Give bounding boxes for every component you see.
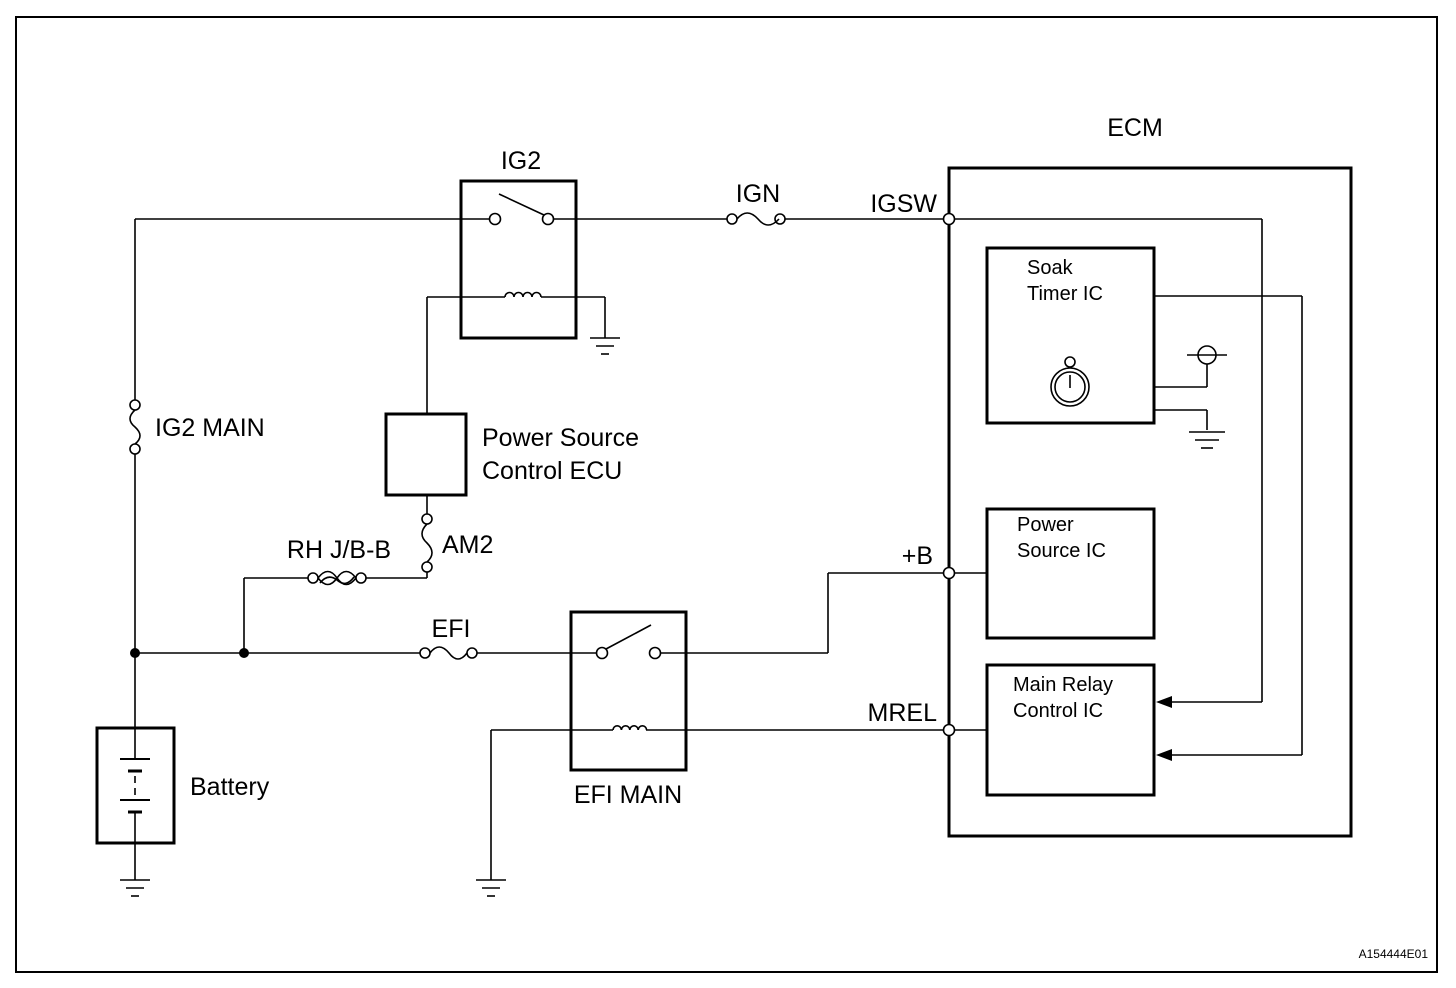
efi-fuse: [419, 646, 478, 660]
ig2-main-fuse-label: IG2 MAIN: [155, 414, 265, 442]
power-terminal-icon: [1187, 345, 1227, 365]
mrel-terminal: [942, 723, 956, 737]
diagram-frame: [15, 16, 1438, 973]
mrel-terminal-label: MREL: [868, 699, 938, 727]
ig2-relay: [459, 179, 578, 340]
ecm-box: [947, 166, 1353, 838]
power-source-ic: [985, 507, 1156, 640]
power-source-ecu-label-line2: Control ECU: [482, 457, 622, 485]
ground-icon: [120, 879, 150, 897]
main-relay-ic-label-line2: Control IC: [1013, 700, 1103, 722]
igsw-terminal-label: IGSW: [870, 190, 937, 218]
figure-code: A154444E01: [1359, 947, 1429, 961]
power-source-ecu-label-line1: Power Source: [482, 424, 639, 452]
wiring: [134, 218, 1303, 880]
main-relay-ic-label-line1: Main Relay: [1013, 674, 1113, 696]
arrow-icon: [1156, 696, 1172, 708]
plus-b-terminal-label: +B: [902, 542, 933, 570]
ecm-label: ECM: [1107, 114, 1163, 142]
am2-fuse-label: AM2: [442, 531, 493, 559]
arrow-icon: [1156, 749, 1172, 761]
relay-coil-icon: [504, 291, 542, 298]
ign-fuse-label: IGN: [736, 180, 780, 208]
junction-dot: [130, 648, 140, 658]
main-relay-control-ic: [985, 663, 1156, 797]
power-source-control-ecu: [384, 412, 468, 497]
stopwatch-icon: [1050, 356, 1090, 407]
efi-fuse-label: EFI: [432, 615, 471, 643]
junction-dot: [239, 648, 249, 658]
ground-icon: [590, 337, 620, 355]
efi-main-relay-label: EFI MAIN: [574, 781, 682, 809]
battery-label: Battery: [190, 773, 270, 801]
igsw-terminal: [942, 212, 956, 226]
rh-jb-fusible-link: [307, 570, 367, 586]
ig2-relay-label: IG2: [501, 147, 541, 175]
ground-icon: [476, 879, 506, 897]
soak-timer-ic-label-line1: Soak: [1027, 257, 1074, 279]
am2-fuse: [421, 513, 433, 573]
battery: [95, 726, 176, 845]
ig2-main-fuse: [129, 399, 141, 455]
ground-icon: [1189, 431, 1225, 449]
power-source-ic-label-line1: Power: [1017, 514, 1074, 536]
power-source-ic-label-line2: Source IC: [1017, 540, 1106, 562]
relay-coil-icon: [612, 725, 648, 731]
soak-timer-ic-label-line2: Timer IC: [1027, 283, 1103, 305]
ign-fuse: [726, 212, 786, 226]
soak-timer-ic: [985, 246, 1156, 425]
efi-main-relay: [569, 610, 688, 772]
rh-jb-label: RH J/B-B: [287, 536, 391, 564]
plus-b-terminal: [942, 566, 956, 580]
